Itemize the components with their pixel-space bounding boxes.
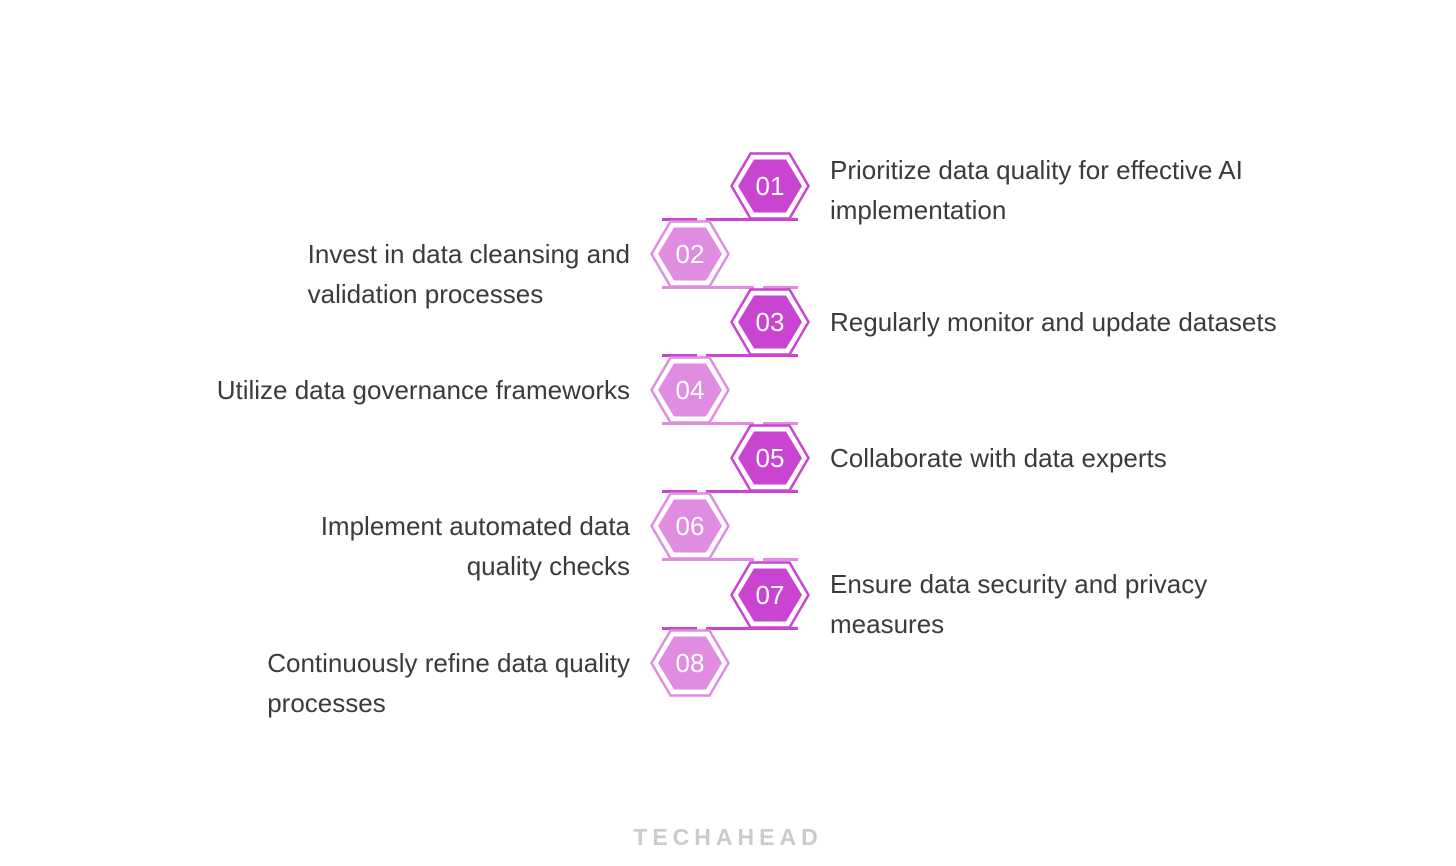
connector-gap — [754, 422, 763, 425]
step-03-hexagon: 03 — [730, 288, 810, 356]
connector-04-05 — [662, 422, 798, 425]
step-01-hexagon: 01 — [730, 152, 810, 220]
connector-03-04 — [662, 354, 798, 357]
step-04-number: 04 — [675, 375, 705, 405]
hexagon-icon — [650, 492, 730, 560]
step-08-label: Continuously refine data quality process… — [267, 648, 630, 718]
connector-gap — [697, 218, 706, 221]
step-04-label: Utilize data governance frameworks — [216, 375, 630, 405]
step-08-number: 08 — [675, 648, 705, 678]
hexagon-icon — [650, 629, 730, 697]
step-06-hexagon: 06 — [650, 492, 730, 560]
connector-gap — [697, 490, 706, 493]
step-07-label: Ensure data security and privacy measure… — [830, 569, 1208, 639]
connector-02-03 — [662, 286, 798, 289]
step-06-number: 06 — [675, 511, 705, 541]
step-02-label: Invest in data cleansing and validation … — [307, 239, 630, 309]
connector-gap — [754, 558, 763, 561]
hexagon-icon — [650, 356, 730, 424]
connector-01-02 — [662, 218, 798, 221]
step-08-hexagon: 08 — [650, 629, 730, 697]
hexagon-icon — [650, 220, 730, 288]
step-01-number: 01 — [755, 171, 785, 201]
step-02-number: 02 — [675, 239, 705, 269]
step-03-number: 03 — [755, 307, 785, 337]
connector-07-08 — [662, 627, 798, 630]
step-05-number: 05 — [755, 443, 785, 473]
step-05-hexagon: 05 — [730, 424, 810, 492]
step-04-hexagon: 04 — [650, 356, 730, 424]
connector-gap — [754, 286, 763, 289]
connector-05-06 — [662, 490, 798, 493]
connector-06-07 — [662, 558, 798, 561]
connector-gap — [697, 354, 706, 357]
hexagon-icon — [730, 424, 810, 492]
step-02-hexagon: 02 — [650, 220, 730, 288]
hexagon-icon — [730, 152, 810, 220]
connector-gap — [697, 627, 706, 630]
step-07-hexagon: 07 — [730, 561, 810, 629]
step-03-label: Regularly monitor and update datasets — [830, 307, 1277, 337]
techahead-watermark: TECHAHEAD — [633, 824, 823, 850]
step-07-number: 07 — [755, 580, 785, 610]
step-01-label: Prioritize data quality for effective AI… — [830, 155, 1243, 225]
hexagon-icon — [730, 288, 810, 356]
hexagon-icon — [730, 561, 810, 629]
step-06-label: Implement automated data quality checks — [320, 511, 630, 581]
step-05-label: Collaborate with data experts — [830, 443, 1167, 473]
